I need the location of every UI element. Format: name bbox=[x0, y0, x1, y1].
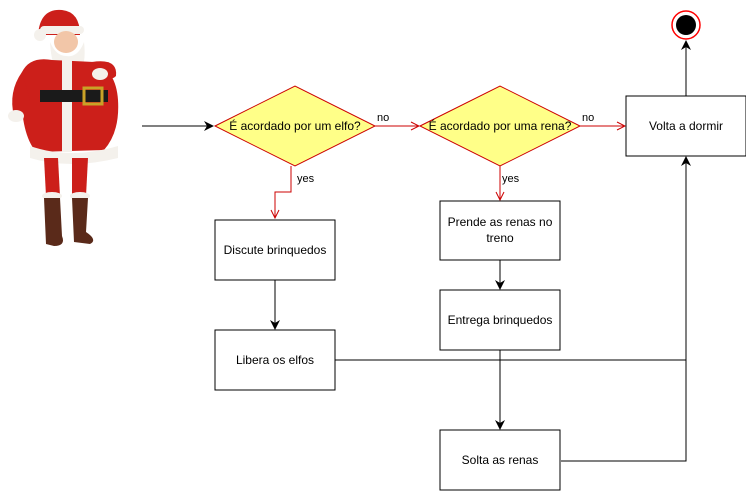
action-release-reindeer[interactable]: Solta as renas bbox=[439, 429, 561, 491]
action-sleep[interactable]: Volta a dormir bbox=[625, 95, 746, 157]
action-deliver[interactable]: Entrega brinquedos bbox=[439, 289, 561, 351]
label-no-elf: no bbox=[377, 112, 389, 124]
action-release-elves-label: Libera os elfos bbox=[236, 353, 314, 367]
decision-reindeer-label: É acordado por uma rena? bbox=[429, 118, 572, 133]
edge-release-reindeer-to-sleep bbox=[561, 360, 687, 462]
label-no-reindeer: no bbox=[582, 112, 594, 124]
action-deliver-label: Entrega brinquedos bbox=[448, 313, 553, 327]
decision-reindeer[interactable]: É acordado por uma rena? bbox=[418, 85, 582, 167]
edges bbox=[142, 40, 691, 462]
action-release-reindeer-label: Solta as renas bbox=[462, 453, 539, 467]
action-release-elves[interactable]: Libera os elfos bbox=[214, 329, 336, 391]
end-node[interactable] bbox=[671, 10, 701, 40]
decision-elf[interactable]: É acordado por um elfo? bbox=[213, 85, 377, 167]
action-discuss[interactable]: Discute brinquedos bbox=[214, 219, 336, 281]
action-harness[interactable]: Prende as renas no treno bbox=[439, 200, 561, 261]
action-discuss-label: Discute brinquedos bbox=[224, 243, 327, 257]
edge-elf-yes bbox=[275, 166, 292, 218]
label-yes-elf: yes bbox=[297, 173, 315, 185]
santa-claus-illustration bbox=[8, 9, 119, 246]
decision-elf-label: É acordado por um elfo? bbox=[229, 118, 361, 133]
action-harness-label-line1: Prende as renas no bbox=[448, 215, 553, 229]
action-harness-label-line2: treno bbox=[486, 231, 514, 245]
label-yes-reindeer: yes bbox=[502, 173, 520, 185]
action-sleep-label: Volta a dormir bbox=[649, 119, 723, 133]
